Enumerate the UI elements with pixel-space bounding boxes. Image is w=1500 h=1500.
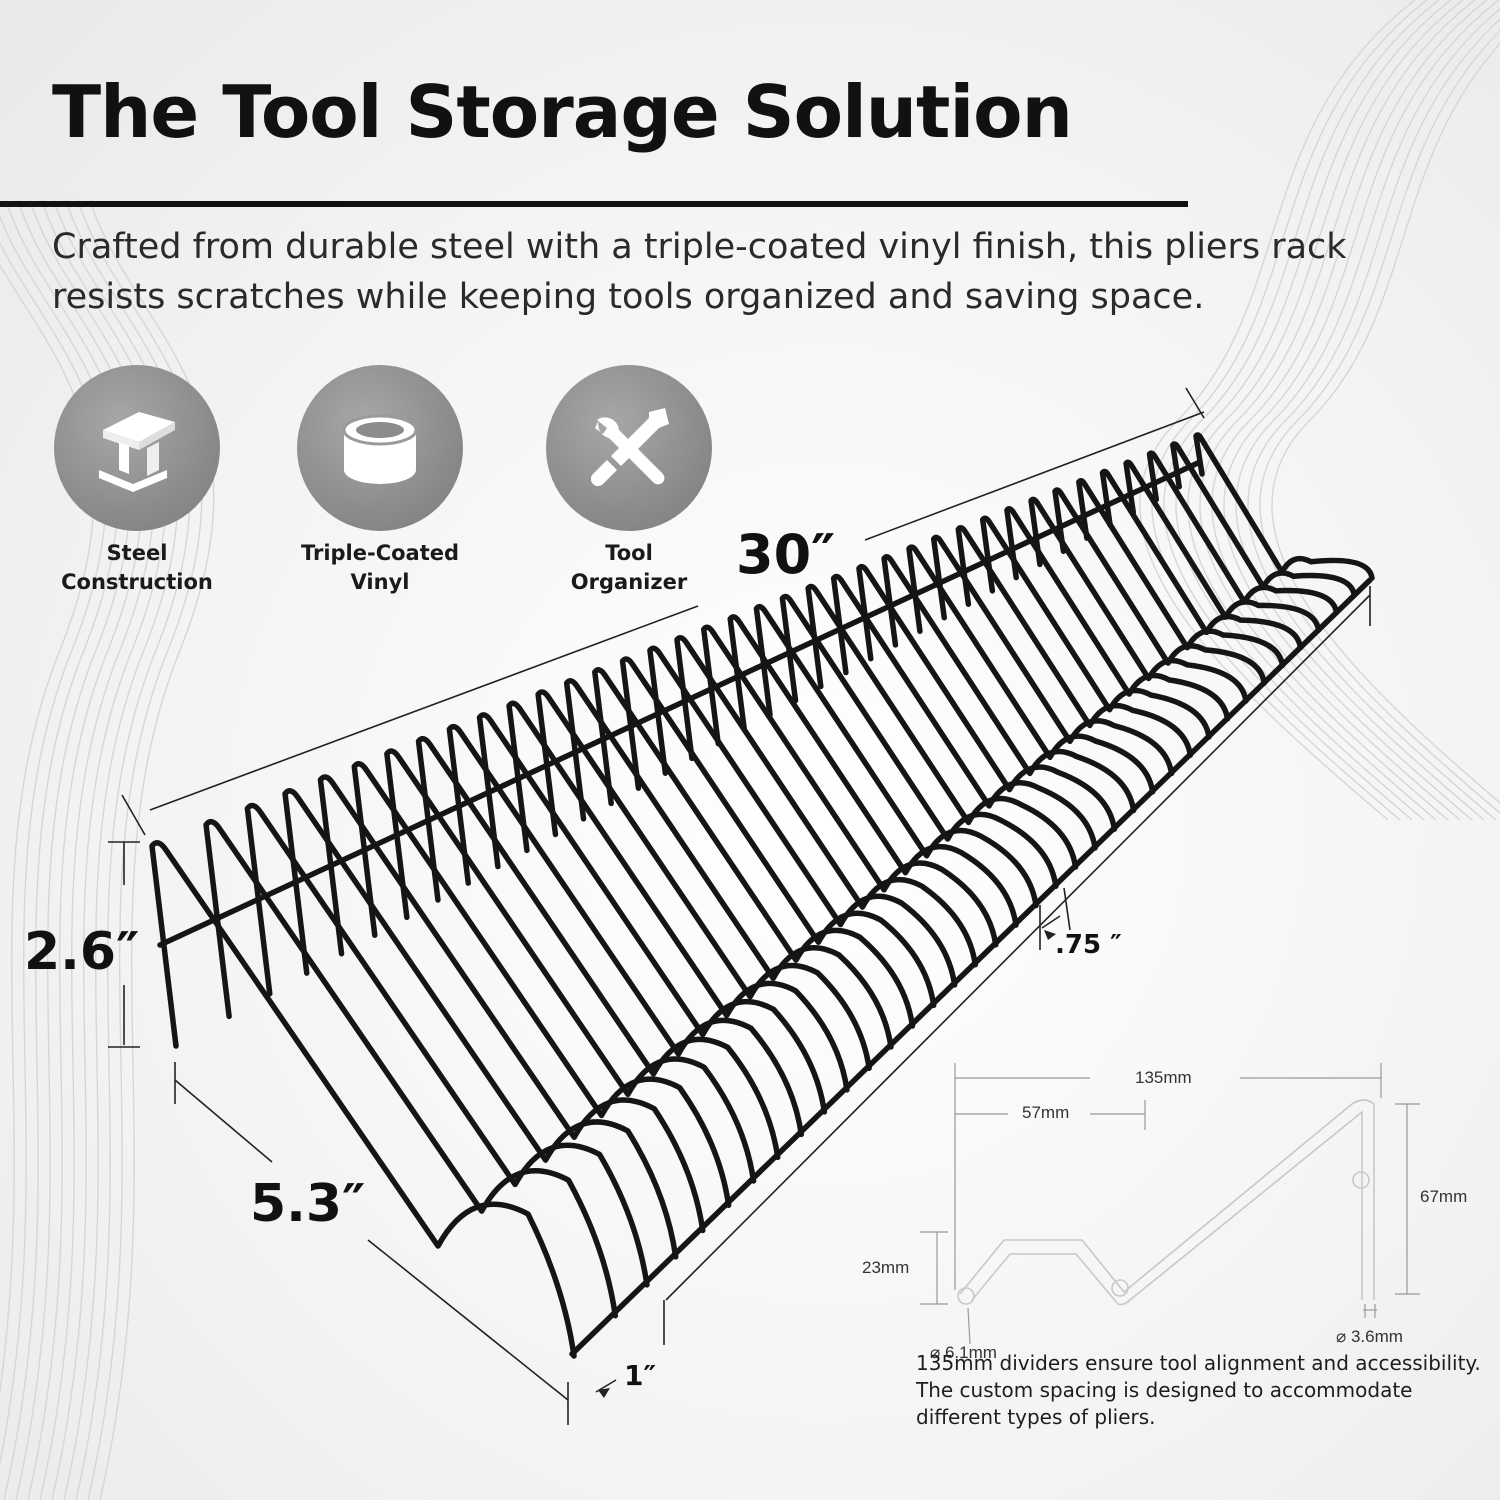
background-wave-line	[89, 199, 215, 1500]
background-wave-line	[77, 199, 203, 1500]
rack-divider-wire	[415, 735, 781, 1161]
rack-divider-wire	[203, 818, 619, 1319]
divider-caption: 135mm dividers ensure tool alignment and…	[916, 1351, 1481, 1429]
rack-divider-wire	[1052, 487, 1267, 686]
background-wave-line	[0, 215, 119, 1500]
feature-label: Tool Organizer	[570, 541, 688, 594]
rack-divider-wire	[317, 774, 706, 1234]
title-divider	[0, 201, 1188, 207]
diameter-6-1mm: ⌀ 6.1mm	[930, 1343, 997, 1362]
dimension-57mm: 57mm	[1022, 1103, 1070, 1122]
background-wave-line	[1211, 0, 1489, 821]
steel-beam-icon	[54, 365, 220, 531]
rack-front-rod	[569, 577, 1373, 1357]
rack-divider-wire	[1123, 459, 1322, 633]
background-wave-line	[1175, 0, 1453, 821]
rack-divider-wire	[1004, 506, 1231, 722]
rack-length-label: 30″	[736, 523, 836, 586]
background-wave-line	[1259, 30, 1500, 815]
background-wave-line	[53, 199, 179, 1500]
wrench-screwdriver-icon	[546, 365, 712, 531]
diameter-3-6mm: ⌀ 3.6mm	[1336, 1327, 1403, 1346]
background-wave-line	[1223, 0, 1500, 821]
feature-steel-construction: Steel Construction	[32, 365, 242, 597]
vinyl-roll-icon	[297, 365, 463, 531]
rack-divider-wire	[282, 788, 679, 1260]
feature-tool-organizer: Tool Organizer	[524, 365, 734, 597]
background-wave-line	[1247, 18, 1500, 821]
background-wave-line	[1151, 0, 1429, 821]
background-wave-line	[1271, 42, 1500, 804]
dimension-135mm: 135mm	[1135, 1068, 1192, 1087]
slot-spacing-label: .75 ″	[1055, 930, 1122, 960]
base-width-label: 1″	[624, 1359, 656, 1392]
rack-divider-wire	[244, 802, 650, 1288]
background-wave-line	[17, 199, 143, 1500]
feature-triple-coated-vinyl: Triple-Coated Vinyl	[275, 365, 485, 597]
feature-label: Triple-Coated Vinyl	[300, 541, 460, 594]
rack-divider-wire	[1028, 496, 1249, 704]
rack-divider-wire	[1076, 478, 1286, 669]
rack-divider-wire	[351, 761, 732, 1209]
rack-divider-wire	[1170, 441, 1358, 599]
rack-height-label: 2.6″	[24, 922, 140, 982]
background-wave-line	[1163, 0, 1441, 821]
feature-label: Steel Construction	[61, 541, 213, 594]
rack-divider-wire	[1099, 468, 1304, 651]
background-wave-line	[41, 199, 167, 1500]
page-subtitle: Crafted from durable steel with a triple…	[52, 227, 1347, 317]
rack-depth-label: 5.3″	[250, 1174, 366, 1234]
rack-divider-wire	[149, 840, 577, 1359]
background-wave-line	[29, 199, 155, 1500]
rack-divider-wire	[1146, 450, 1340, 616]
rack-divider-wire	[1193, 432, 1375, 581]
background-wave-line	[1187, 0, 1465, 821]
page-title: The Tool Storage Solution	[52, 70, 1073, 154]
dimension-23mm: 23mm	[862, 1258, 910, 1277]
dimension-67mm: 67mm	[1420, 1187, 1468, 1206]
rack-divider-wire	[384, 748, 757, 1184]
background-wave-line	[0, 241, 107, 1466]
background-wave-line	[1199, 0, 1477, 821]
background-wave-line	[65, 199, 191, 1500]
background-wave-line	[1235, 7, 1500, 821]
background-wave-line	[0, 263, 95, 1396]
background-wave-line	[5, 199, 131, 1500]
